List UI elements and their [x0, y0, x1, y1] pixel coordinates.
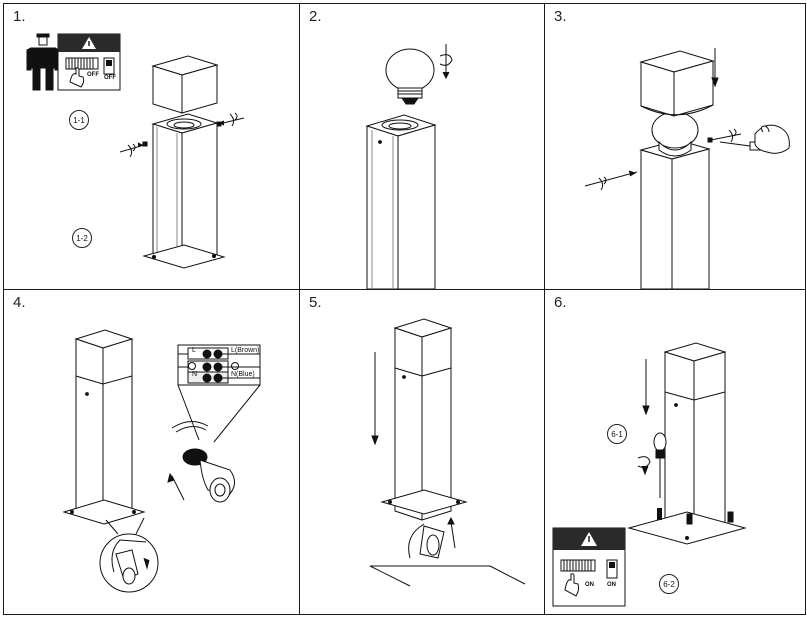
blue-wire-label: N(Blue): [231, 371, 255, 378]
screw-icon: [707, 128, 742, 143]
breaker-panel-on-icon: [552, 527, 626, 607]
step-number: 1.: [13, 8, 26, 25]
step-2-panel: 2.: [300, 4, 544, 289]
rotate-arrow-icon: [439, 44, 453, 80]
down-arrow-icon: [642, 359, 650, 416]
step-6-panel: 6.: [545, 290, 806, 614]
light-bulb-illustration: [385, 48, 435, 105]
off-label: OFF: [104, 75, 116, 81]
step-3-panel: 3.: [545, 4, 806, 289]
callout-1-1: 1-1: [69, 110, 89, 130]
up-arrow-icon: [447, 516, 456, 549]
callout-1-2: 1-2: [72, 228, 92, 248]
lamp-head-illustration: [639, 50, 715, 117]
step-number: 4.: [13, 294, 26, 311]
lamp-post-illustration: [62, 329, 146, 525]
lamp-fitting-illustration: [408, 523, 445, 559]
step-number: 3.: [554, 8, 567, 25]
down-arrow-icon: [371, 352, 379, 446]
lamp-head-illustration: [151, 55, 219, 114]
screwdriver-icon: [653, 432, 667, 498]
off-label: OFF: [87, 72, 99, 78]
ground-surface: [369, 565, 526, 587]
step-1-panel: 1.: [4, 4, 299, 289]
lamp-fitting-illustration: [171, 421, 235, 503]
electrician-icon: [26, 33, 60, 91]
down-arrow-icon: [711, 48, 719, 88]
screw-icon: [584, 170, 638, 191]
screwdriver-hand-icon: [719, 124, 790, 154]
lamp-post-illustration: [365, 114, 437, 289]
terminal-block-diagram: [177, 344, 261, 443]
up-arrow-icon: [167, 472, 185, 501]
lamp-post-illustration: [639, 139, 711, 289]
terminal-l-label: L: [192, 347, 196, 354]
lamp-post-illustration: [142, 113, 226, 269]
breaker-panel-off-icon: [57, 33, 121, 91]
lamp-post-illustration: [627, 342, 747, 545]
lamp-post-illustration: [380, 318, 468, 521]
screw-icon: [216, 112, 245, 127]
callout-6-1: 6-1: [607, 424, 627, 444]
step-4-panel: 4.: [4, 290, 299, 614]
on-label: ON: [585, 582, 594, 588]
rotate-arrow-icon: [637, 456, 651, 476]
step-5-panel: 5.: [300, 290, 544, 614]
terminal-n-label: N: [192, 371, 198, 378]
on-label: ON: [607, 582, 616, 588]
step-number: 6.: [554, 294, 567, 311]
brown-wire-label: L(Brown): [231, 347, 260, 354]
step-number: 2.: [309, 8, 322, 25]
bolt-icon: [657, 508, 662, 520]
screw-icon: [119, 141, 148, 158]
callout-6-2: 6-2: [659, 574, 679, 594]
detail-magnifier-illustration: [99, 533, 159, 593]
step-number: 5.: [309, 294, 322, 311]
